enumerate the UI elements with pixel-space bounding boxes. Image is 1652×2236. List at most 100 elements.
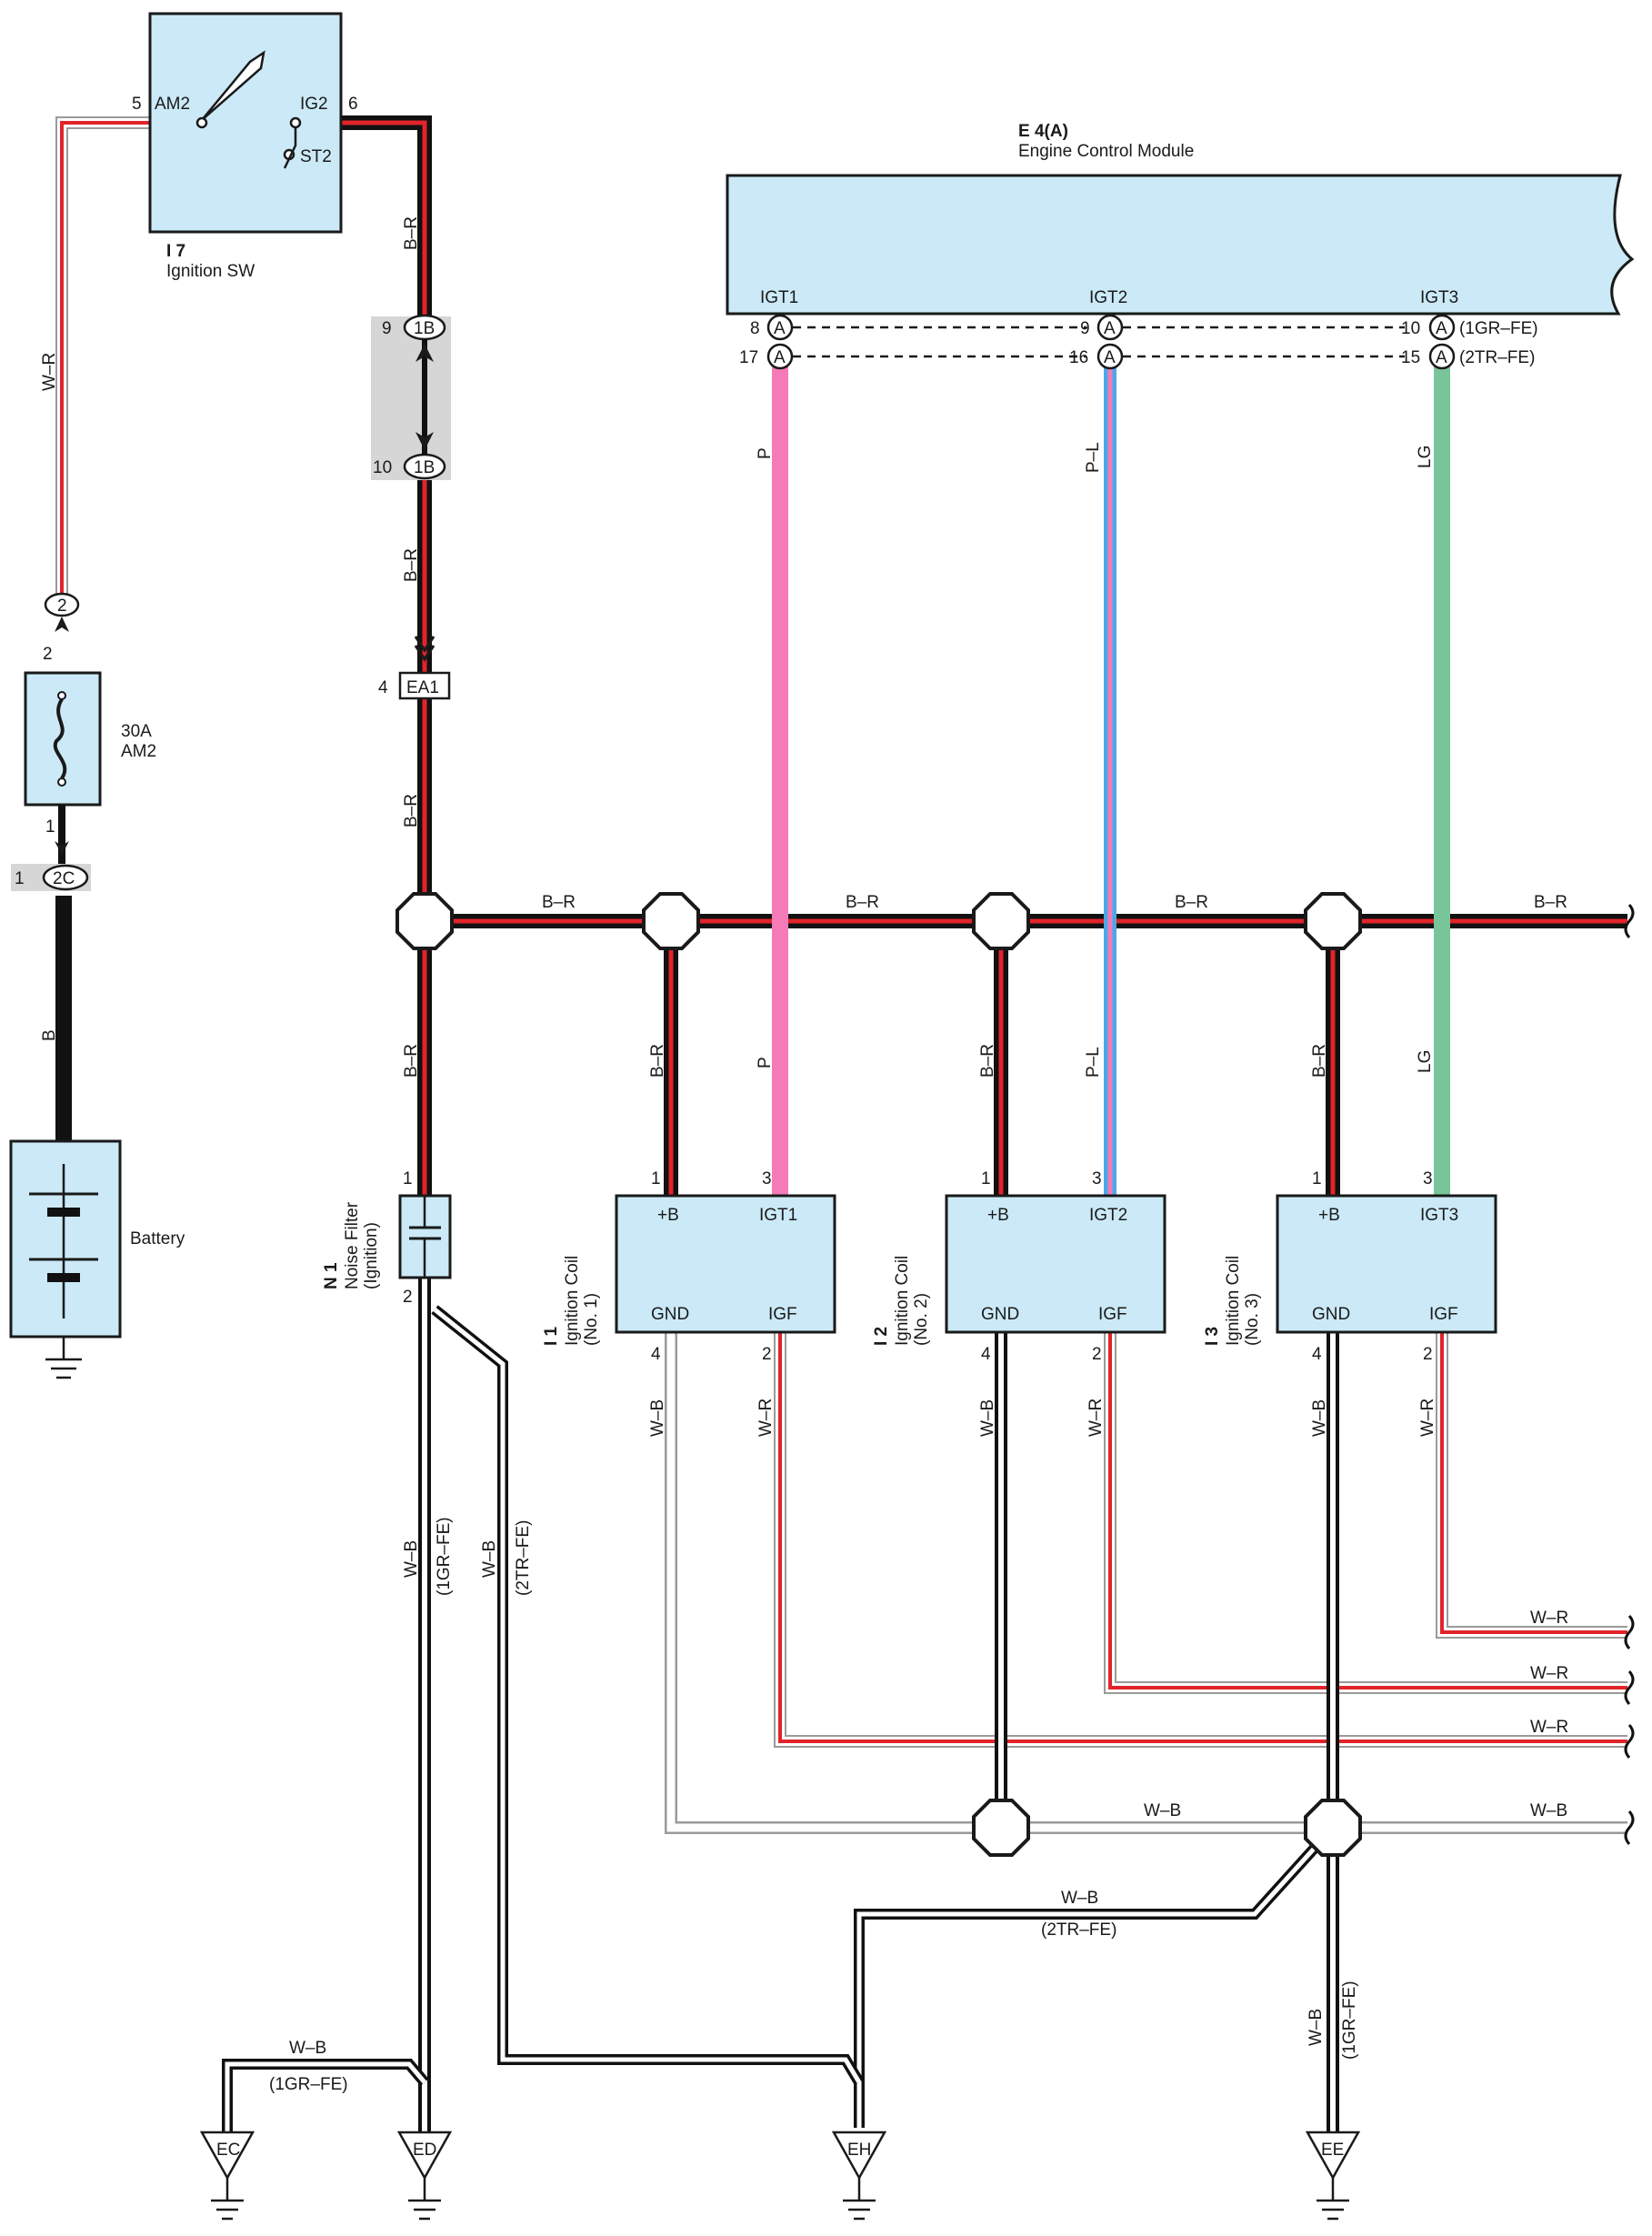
coil1-ref: I 1 <box>542 1326 561 1346</box>
lbl-br-coil3: B–R <box>1310 1044 1329 1078</box>
nf-ref: N 1 <box>322 1262 341 1289</box>
ecm-igt1: IGT1 <box>760 288 798 307</box>
lbl-br-2: B–R <box>402 548 421 582</box>
lbl-br-4: B–R <box>402 1044 421 1078</box>
coil2-ref: I 2 <box>872 1327 891 1346</box>
coil2-plus-b: +B <box>987 1206 1009 1225</box>
coil3-pin4: 4 <box>1312 1345 1322 1364</box>
ground-ed: ED <box>396 2131 453 2221</box>
lbl-1gr-ec: (1GR–FE) <box>269 2075 348 2094</box>
lbl-br-3: B–R <box>402 794 421 827</box>
ecm-pin-9: 9 <box>1080 319 1090 338</box>
wire-color-labels: W–R B B–R B–R B–R B–R B–R B–R B–R B–R B–… <box>40 216 1568 2094</box>
isw-pin-am2: 5 <box>132 95 142 114</box>
ground-ed-label: ED <box>413 2141 436 2160</box>
isw-ref: I 7 <box>166 242 185 261</box>
coil3-plus-b: +B <box>1318 1206 1340 1225</box>
coil3-pin3: 3 <box>1423 1169 1433 1188</box>
fuse-conn-bottom-pin: 1 <box>15 869 25 888</box>
lbl-2tr-eh: (2TR–FE) <box>514 1520 533 1596</box>
lbl-br-1: B–R <box>402 216 421 250</box>
ground-icon <box>408 2199 441 2221</box>
wire-br-drops <box>664 921 1340 1196</box>
lbl-br-bus-1: B–R <box>542 893 576 912</box>
ecm-pin-10: 10 <box>1401 319 1420 338</box>
wire-wr-igf <box>774 1332 1627 1748</box>
ecm-conn-a5: A <box>1436 319 1447 338</box>
coil3-pin1: 1 <box>1312 1169 1322 1188</box>
lbl-1gr-ee: (1GR–FE) <box>1340 1980 1359 2060</box>
lbl-br-coil2: B–R <box>978 1044 997 1078</box>
wire-wr-am2 <box>55 116 150 605</box>
lbl-br-coil1: B–R <box>648 1044 667 1078</box>
j1b-label-bottom: 1B <box>414 458 435 477</box>
wire-wb-grounds <box>222 1278 1627 2137</box>
switch-lever-icon <box>201 50 265 121</box>
lbl-br-bus-3: B–R <box>1175 893 1208 912</box>
lbl-b-battery: B <box>40 1029 59 1041</box>
lbl-wr-coil2: W–R <box>1086 1399 1106 1437</box>
nf-pin-bottom: 2 <box>403 1288 413 1307</box>
coil1-pin1: 1 <box>651 1169 661 1188</box>
coil2-gnd: GND <box>981 1305 1019 1324</box>
coil1-pin2: 2 <box>762 1345 772 1364</box>
splice-hub <box>642 892 700 950</box>
ignition-coil-3: +B IGT3 GND IGF 1 3 4 2 I 3 Ignition Coi… <box>1203 1169 1497 1364</box>
splice-hub <box>972 892 1030 950</box>
coil3-igt: IGT3 <box>1420 1206 1458 1225</box>
lbl-pl-1: P–L <box>1084 442 1103 473</box>
splice-points <box>395 892 1362 1857</box>
ground-icon <box>843 2199 876 2221</box>
ecm-pin-17: 17 <box>739 348 758 367</box>
ea1-label: EA1 <box>406 678 439 697</box>
battery-label: Battery <box>130 1229 185 1248</box>
fuse-am2: 2 2 30A AM2 1 2C 1 <box>11 592 156 891</box>
coil1-igf: IGF <box>768 1305 797 1324</box>
ground-icon <box>1317 2199 1349 2221</box>
fuse-conn-bottom: 2C <box>53 869 75 888</box>
lbl-br-bus-2: B–R <box>846 893 879 912</box>
battery: Battery <box>9 1139 185 1379</box>
lbl-wr-coil1: W–R <box>756 1399 776 1437</box>
nf-pin-top: 1 <box>403 1169 413 1188</box>
coil1-sub: (No. 1) <box>582 1293 601 1346</box>
lbl-wr-out-1: W–R <box>1530 1609 1568 1628</box>
coil1-plus-b: +B <box>657 1206 679 1225</box>
lbl-wb-coil1: W–B <box>648 1399 667 1437</box>
connector-ea1: EA1 4 <box>378 636 451 700</box>
ground-ec-label: EC <box>216 2141 240 2160</box>
lbl-wb-ee: W–B <box>1307 2009 1326 2046</box>
wire-continuation-marks <box>1624 904 1635 1845</box>
noise-filter: 1 2 N 1 Noise Filter (Ignition) <box>322 1169 452 1307</box>
splice-hub <box>1304 1799 1362 1857</box>
wire-br-trunk <box>341 115 432 1196</box>
lbl-wb-bus-1: W–B <box>1144 1801 1181 1820</box>
coil1-igt: IGT1 <box>759 1206 797 1225</box>
splice-hub <box>972 1799 1030 1857</box>
coil2-name: Ignition Coil <box>893 1256 912 1346</box>
coil2-pin2: 2 <box>1092 1345 1102 1364</box>
ecm-igt2: IGT2 <box>1089 288 1127 307</box>
lbl-2tr-branch: (2TR–FE) <box>1041 1920 1116 1940</box>
isw-label-am2: AM2 <box>155 95 190 114</box>
lbl-wb-ec: W–B <box>289 2039 326 2058</box>
coil3-sub: (No. 3) <box>1243 1293 1262 1346</box>
lbl-wr-out-2: W–R <box>1530 1664 1568 1683</box>
ecm-conn-a6: A <box>1436 348 1447 367</box>
coil2-pin4: 4 <box>981 1345 991 1364</box>
lbl-lg-1: LG <box>1416 446 1435 468</box>
ecm-igt3: IGT3 <box>1420 288 1458 307</box>
ecm-conn-a4: A <box>1104 348 1116 367</box>
engine-control-module: E 4(A) Engine Control Module IGT1 IGT2 I… <box>726 122 1635 370</box>
ground-icon <box>211 2199 244 2221</box>
ecm-conn-a3: A <box>1104 319 1116 338</box>
lbl-wr-am2: W–R <box>40 353 59 391</box>
lbl-wb-bus-2: W–B <box>1530 1801 1567 1820</box>
isw-label-st2: ST2 <box>300 147 332 166</box>
lbl-wb-2tr: W–B <box>1061 1889 1098 1908</box>
ecm-conn-a1: A <box>774 319 786 338</box>
ecm-ref: E 4(A) <box>1018 122 1068 141</box>
ea1-pin: 4 <box>378 678 388 697</box>
ecm-conn-a2: A <box>774 348 786 367</box>
